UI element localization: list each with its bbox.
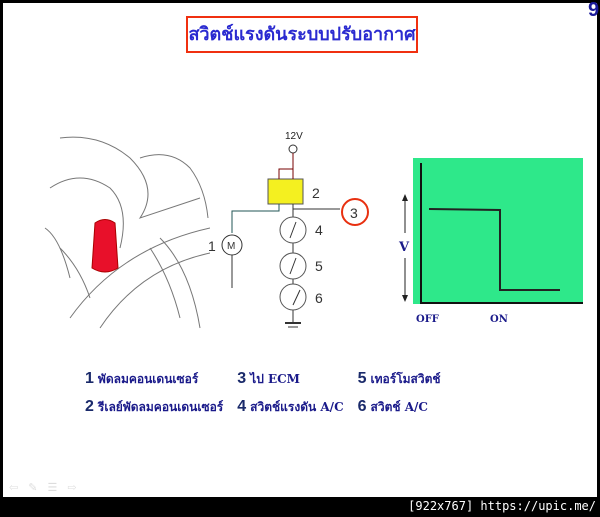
slide-title: สวิตช์แรงดันระบบปรับอากาศ bbox=[186, 16, 418, 53]
voltage-graph: V OFF ON bbox=[398, 158, 583, 325]
label-1: 1 bbox=[208, 238, 216, 254]
label-2: 2 bbox=[312, 185, 320, 201]
slide: สวิตช์แรงดันระบบปรับอากาศ 9 12V 3 M 1 2 bbox=[3, 0, 600, 497]
label-6: 6 bbox=[315, 290, 323, 306]
supply-label: 12V bbox=[285, 131, 303, 142]
label-5: 5 bbox=[315, 258, 323, 274]
engine-sketch bbox=[44, 136, 210, 329]
label-3: 3 bbox=[350, 205, 358, 221]
circuit-diagram: 12V 3 M 1 2 4 5 6 bbox=[208, 131, 369, 328]
menu-icon[interactable]: ☰ bbox=[47, 481, 58, 494]
slide-nav: ⇦ ✎ ☰ ⇨ bbox=[9, 481, 77, 494]
label-4: 4 bbox=[315, 222, 323, 238]
motor-label: M bbox=[227, 241, 235, 252]
y-axis-label: V bbox=[398, 240, 410, 255]
relay-icon bbox=[267, 178, 304, 205]
highlighted-switch bbox=[91, 219, 119, 273]
page-number: 9 bbox=[588, 0, 600, 21]
next-arrow-icon[interactable]: ⇨ bbox=[67, 481, 77, 494]
footer-watermark: [922x767] https://upic.me/ bbox=[408, 499, 596, 513]
x-label-on: ON bbox=[490, 314, 508, 325]
x-label-off: OFF bbox=[416, 314, 439, 325]
switch-6-icon bbox=[279, 283, 307, 311]
previous-arrow-icon[interactable]: ⇦ bbox=[9, 481, 19, 494]
pen-icon[interactable]: ✎ bbox=[28, 481, 38, 494]
